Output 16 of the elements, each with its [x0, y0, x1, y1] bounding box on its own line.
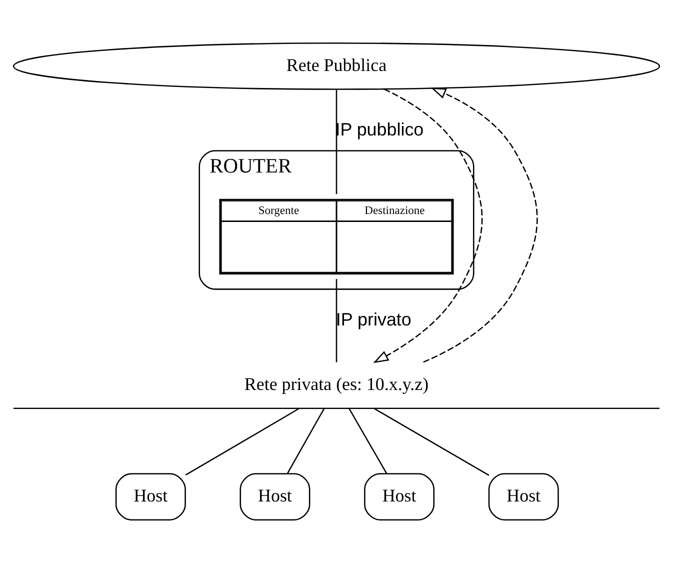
connector [348, 408, 388, 474]
node-box: Host [115, 473, 186, 521]
node-box: Host [488, 473, 559, 521]
node-ellipse: Rete Pubblica [12, 42, 660, 90]
connector [336, 89, 338, 194]
connector [185, 408, 300, 476]
arrow [423, 88, 538, 363]
connector [374, 408, 490, 476]
connector [336, 279, 338, 362]
arrow [373, 88, 483, 363]
edge-label: IP privato [336, 309, 412, 330]
edge-label: IP pubblico [335, 120, 424, 140]
node-box: Host [364, 473, 435, 521]
node-box: Host [240, 473, 310, 521]
node-text: Rete privata (es: 10.x.y.z) [244, 374, 429, 394]
connector [286, 408, 325, 474]
